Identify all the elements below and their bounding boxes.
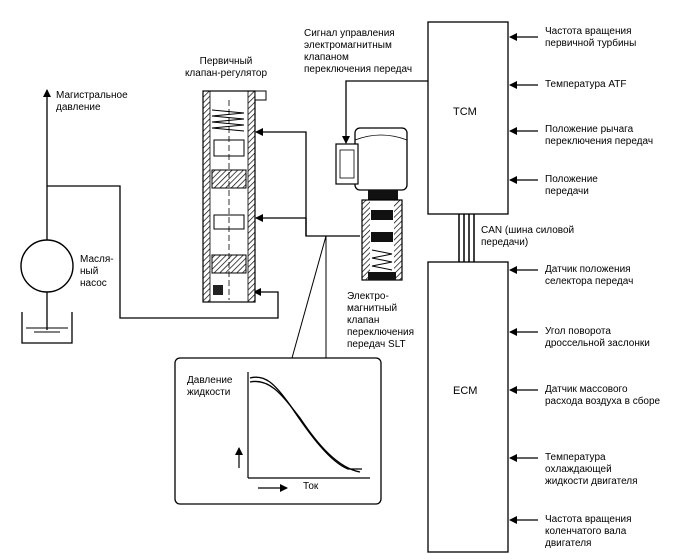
tcm-input-turbine-speed: Частота вращения первичной турбины [545, 26, 637, 49]
graph-x-label: Ток [303, 481, 319, 492]
tcm-input-gear-position: Положение передачи [545, 174, 598, 197]
control-signal-label: Сигнал управления электромагнитным клапа… [304, 28, 413, 75]
tcm-title: TCM [453, 106, 477, 118]
ecm-input-crank-speed: Частота вращения коленчатого вала двигат… [545, 514, 632, 549]
ecm-input-arrows [509, 266, 538, 524]
tcm-input-arrows [509, 33, 538, 184]
ecm-input-selector-sensor: Датчик положения селектора передач [545, 264, 634, 287]
tcm-box [427, 21, 509, 215]
can-bus-label: CAN (шина силовой передачи) [481, 225, 575, 248]
tcm-input-atf-temp: Температура ATF [545, 79, 627, 90]
oil-pump [20, 239, 74, 344]
graph-y-label: Давление жидкости [187, 375, 233, 398]
primary-regulator-label: Первичный клапан-регулятор [184, 56, 268, 79]
ecm-input-maf-sensor: Датчик массового расхода воздуха в сборе [545, 384, 661, 407]
ecm-input-coolant-temp: Температура охлаждающей жидкости двигате… [545, 452, 638, 487]
graph-leader-left [291, 235, 327, 359]
ecm-box [427, 261, 509, 553]
tcm-signal-line [342, 80, 428, 144]
tcm-input-lever-position: Положение рычага переключения передач [545, 124, 654, 147]
ecm-title: ECM [453, 385, 478, 397]
can-bus-lines [458, 214, 475, 262]
slt-solenoid [335, 127, 408, 281]
pump-feed-line [47, 185, 279, 319]
slt-solenoid-label: Электро- магнитный клапан переключения п… [347, 291, 414, 350]
pressure-current-graph [174, 357, 382, 505]
primary-regulator-valve [202, 90, 267, 303]
main-pressure-label: Магистральное давление [56, 90, 128, 113]
slt-to-regulator-upper [255, 128, 360, 237]
oil-pump-label: Масля- ный насос [80, 254, 114, 289]
slt-to-regulator-lower [255, 214, 307, 236]
ecm-input-throttle-angle: Угол поворота дроссельной заслонки [545, 326, 650, 349]
